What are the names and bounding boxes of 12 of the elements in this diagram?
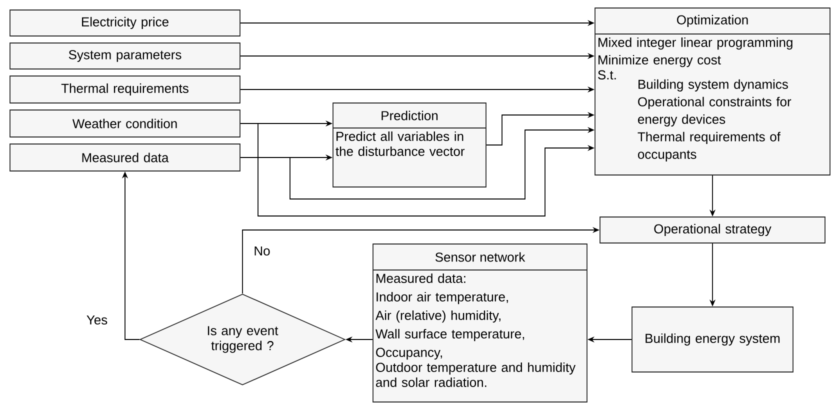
edge-label: No [252, 245, 272, 257]
process-box: Prediction Predict all variables in the disturbance vector [332, 102, 486, 188]
process-box: Weather condition [10, 110, 240, 138]
process-box: Electricity price [10, 10, 240, 36]
process-box: Thermal requirements [10, 76, 240, 104]
edge-label: Yes [85, 314, 109, 326]
process-box: System parameters [10, 42, 240, 70]
process-box: Sensor network Measured data: Indoor air temperature, Air (relative) humidity, Wall surface temperature, Occupancy, Outdoor temperature and humidity and solar radiation. [372, 244, 588, 402]
process-box: Optimization Mixed integer linear programming Minimize energy cost S.t. Building system dynamics Operational constraints for energy devices Thermal requirements of occupants [594, 8, 830, 176]
process-box: Measured data [10, 144, 240, 172]
process-box: Operational strategy [600, 216, 826, 244]
process-box: Building energy system [632, 306, 794, 372]
